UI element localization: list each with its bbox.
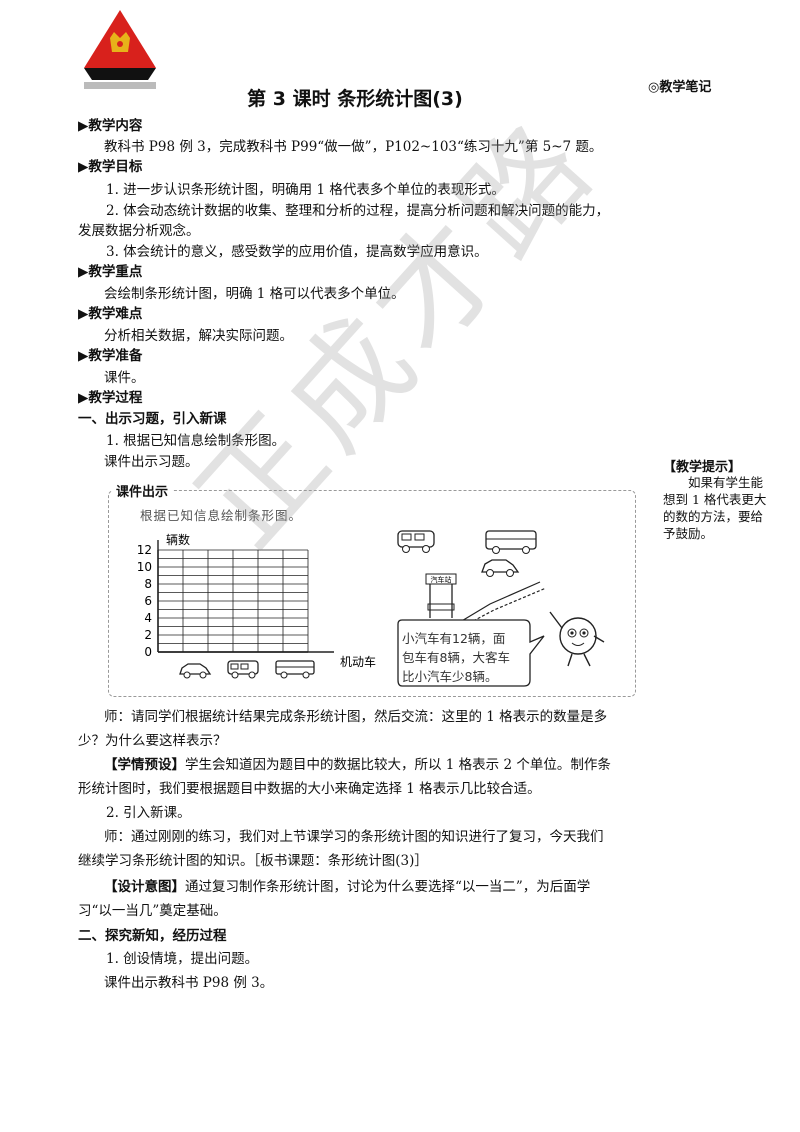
part-1-step-2: 2. 引入新课。 bbox=[106, 805, 191, 821]
panel-caption: 根据已知信息绘制条形图。 bbox=[140, 508, 303, 523]
goal-3: 3. 体会统计的意义，感受数学的应用价值，提高数学应用意识。 bbox=[106, 244, 488, 260]
bus-icon bbox=[485, 530, 537, 554]
learning-preset-continued: 形统计图时，我们要根据题目中数据的大小来确定选择 1 格表示几比较合适。 bbox=[78, 781, 541, 797]
section-difficulty-heading: ▶教学难点 bbox=[78, 306, 143, 322]
bus-icon bbox=[275, 660, 315, 679]
courseware-tab-label: 课件出示 bbox=[112, 481, 173, 500]
part-2-show: 课件出示教科书 P98 例 3。 bbox=[104, 975, 274, 991]
car-icon bbox=[179, 663, 212, 679]
teacher-line-2-continued: 继续学习条形统计图的知识。［板书课题：条形统计图(3)］ bbox=[78, 853, 428, 869]
part-2-heading: 二、探究新知，经历过程 bbox=[78, 928, 227, 944]
part-1-step-1: 1. 根据已知信息绘制条形图。 bbox=[106, 433, 286, 449]
y-tick-label: 2 bbox=[144, 628, 152, 642]
bar-chart-grid: 辆数 机动车 0 2 4 6 8 10 12 bbox=[137, 532, 376, 669]
part-1-show: 课件出示习题。 bbox=[104, 454, 199, 470]
speech-bubble-line-2: 包车有8辆，大客车 bbox=[402, 650, 510, 665]
part-1-heading: 一、出示习题，引入新课 bbox=[78, 411, 227, 427]
speech-bubble-line-3: 比小汽车少8辆。 bbox=[402, 669, 498, 684]
prep-text: 课件。 bbox=[104, 370, 145, 386]
learning-preset-text: 学生会知道因为题目中的数据比较大，所以 1 格表示 2 个单位。制作条 bbox=[185, 757, 611, 773]
x-axis-label: 机动车 bbox=[340, 654, 376, 669]
section-process-heading: ▶教学过程 bbox=[78, 390, 143, 406]
station-sign: 汽车站 bbox=[431, 575, 452, 584]
page-title: 第 3 课时 条形统计图(3) bbox=[247, 88, 463, 110]
speech-bubble-shape bbox=[397, 619, 545, 687]
design-intent-continued: 习“以一当几”奠定基础。 bbox=[78, 903, 227, 919]
speech-bubble-line-1: 小汽车有12辆，面 bbox=[402, 631, 506, 646]
van-icon bbox=[227, 660, 259, 679]
teaching-tip-heading: 【教学提示】 bbox=[663, 460, 742, 475]
section-content-heading: ▶教学内容 bbox=[78, 118, 143, 134]
bus-station-illustration: 汽车站 bbox=[397, 530, 547, 629]
y-tick-label: 6 bbox=[144, 594, 152, 608]
logo bbox=[84, 10, 156, 89]
section-prep-heading: ▶教学准备 bbox=[78, 348, 143, 364]
y-tick-label: 0 bbox=[144, 645, 152, 659]
courseware-panel bbox=[108, 490, 636, 697]
goal-2: 2. 体会动态统计数据的收集、整理和分析的过程，提高分析问题和解决问题的能力， bbox=[106, 203, 610, 219]
mascot-character bbox=[549, 611, 605, 667]
y-axis-label: 辆数 bbox=[166, 532, 190, 547]
goal-1: 1. 进一步认识条形统计图，明确用 1 格代表多个单位的表现形式。 bbox=[106, 182, 505, 198]
station-icon: 汽车站 bbox=[425, 573, 457, 618]
y-tick-label: 8 bbox=[144, 577, 152, 591]
design-intent-text: 通过复习制作条形统计图，讨论为什么要选择“以一当二”，为后面学 bbox=[185, 879, 591, 895]
design-intent-label: 【设计意图】 bbox=[104, 879, 185, 895]
teacher-line-1: 师：请同学们根据统计结果完成条形统计图，然后交流：这里的 1 格表示的数量是多 bbox=[104, 709, 608, 725]
teacher-line-1-continued: 少？为什么要这样表示？ bbox=[78, 733, 227, 749]
learning-preset: 【学情预设】学生会知道因为题目中的数据比较大，所以 1 格表示 2 个单位。制作… bbox=[104, 755, 611, 775]
part-2-step-1: 1. 创设情境，提出问题。 bbox=[106, 951, 259, 967]
goal-2-continued: 发展数据分析观念。 bbox=[78, 223, 200, 239]
difficulty-text: 分析相关数据，解决实际问题。 bbox=[104, 328, 293, 344]
key-text: 会绘制条形统计图，明确 1 格可以代表多个单位。 bbox=[104, 286, 405, 302]
section-goals-heading: ▶教学目标 bbox=[78, 159, 143, 175]
van-icon bbox=[397, 530, 435, 553]
car-icon bbox=[481, 559, 520, 577]
y-tick-label: 4 bbox=[144, 611, 152, 625]
teacher-line-2: 师：通过刚刚的练习，我们对上节课学习的条形统计图的知识进行了复习，今天我们 bbox=[104, 829, 604, 845]
y-tick-label: 10 bbox=[137, 560, 152, 574]
y-tick-label: 12 bbox=[137, 543, 152, 557]
teaching-notes-label: ◎教学笔记 bbox=[648, 80, 712, 95]
design-intent: 【设计意图】通过复习制作条形统计图，讨论为什么要选择“以一当二”，为后面学 bbox=[104, 877, 590, 897]
learning-preset-label: 【学情预设】 bbox=[104, 757, 185, 773]
teaching-tip-body: 如果有学生能想到 1 格代表更大的数的方法，要给予鼓励。 bbox=[663, 475, 767, 541]
section-key-heading: ▶教学重点 bbox=[78, 264, 143, 280]
content-text: 教科书 P98 例 3，完成教科书 P99“做一做”，P102~103“练习十九… bbox=[104, 139, 603, 155]
vehicle-icons-row bbox=[179, 660, 315, 679]
road-icon bbox=[459, 581, 541, 623]
